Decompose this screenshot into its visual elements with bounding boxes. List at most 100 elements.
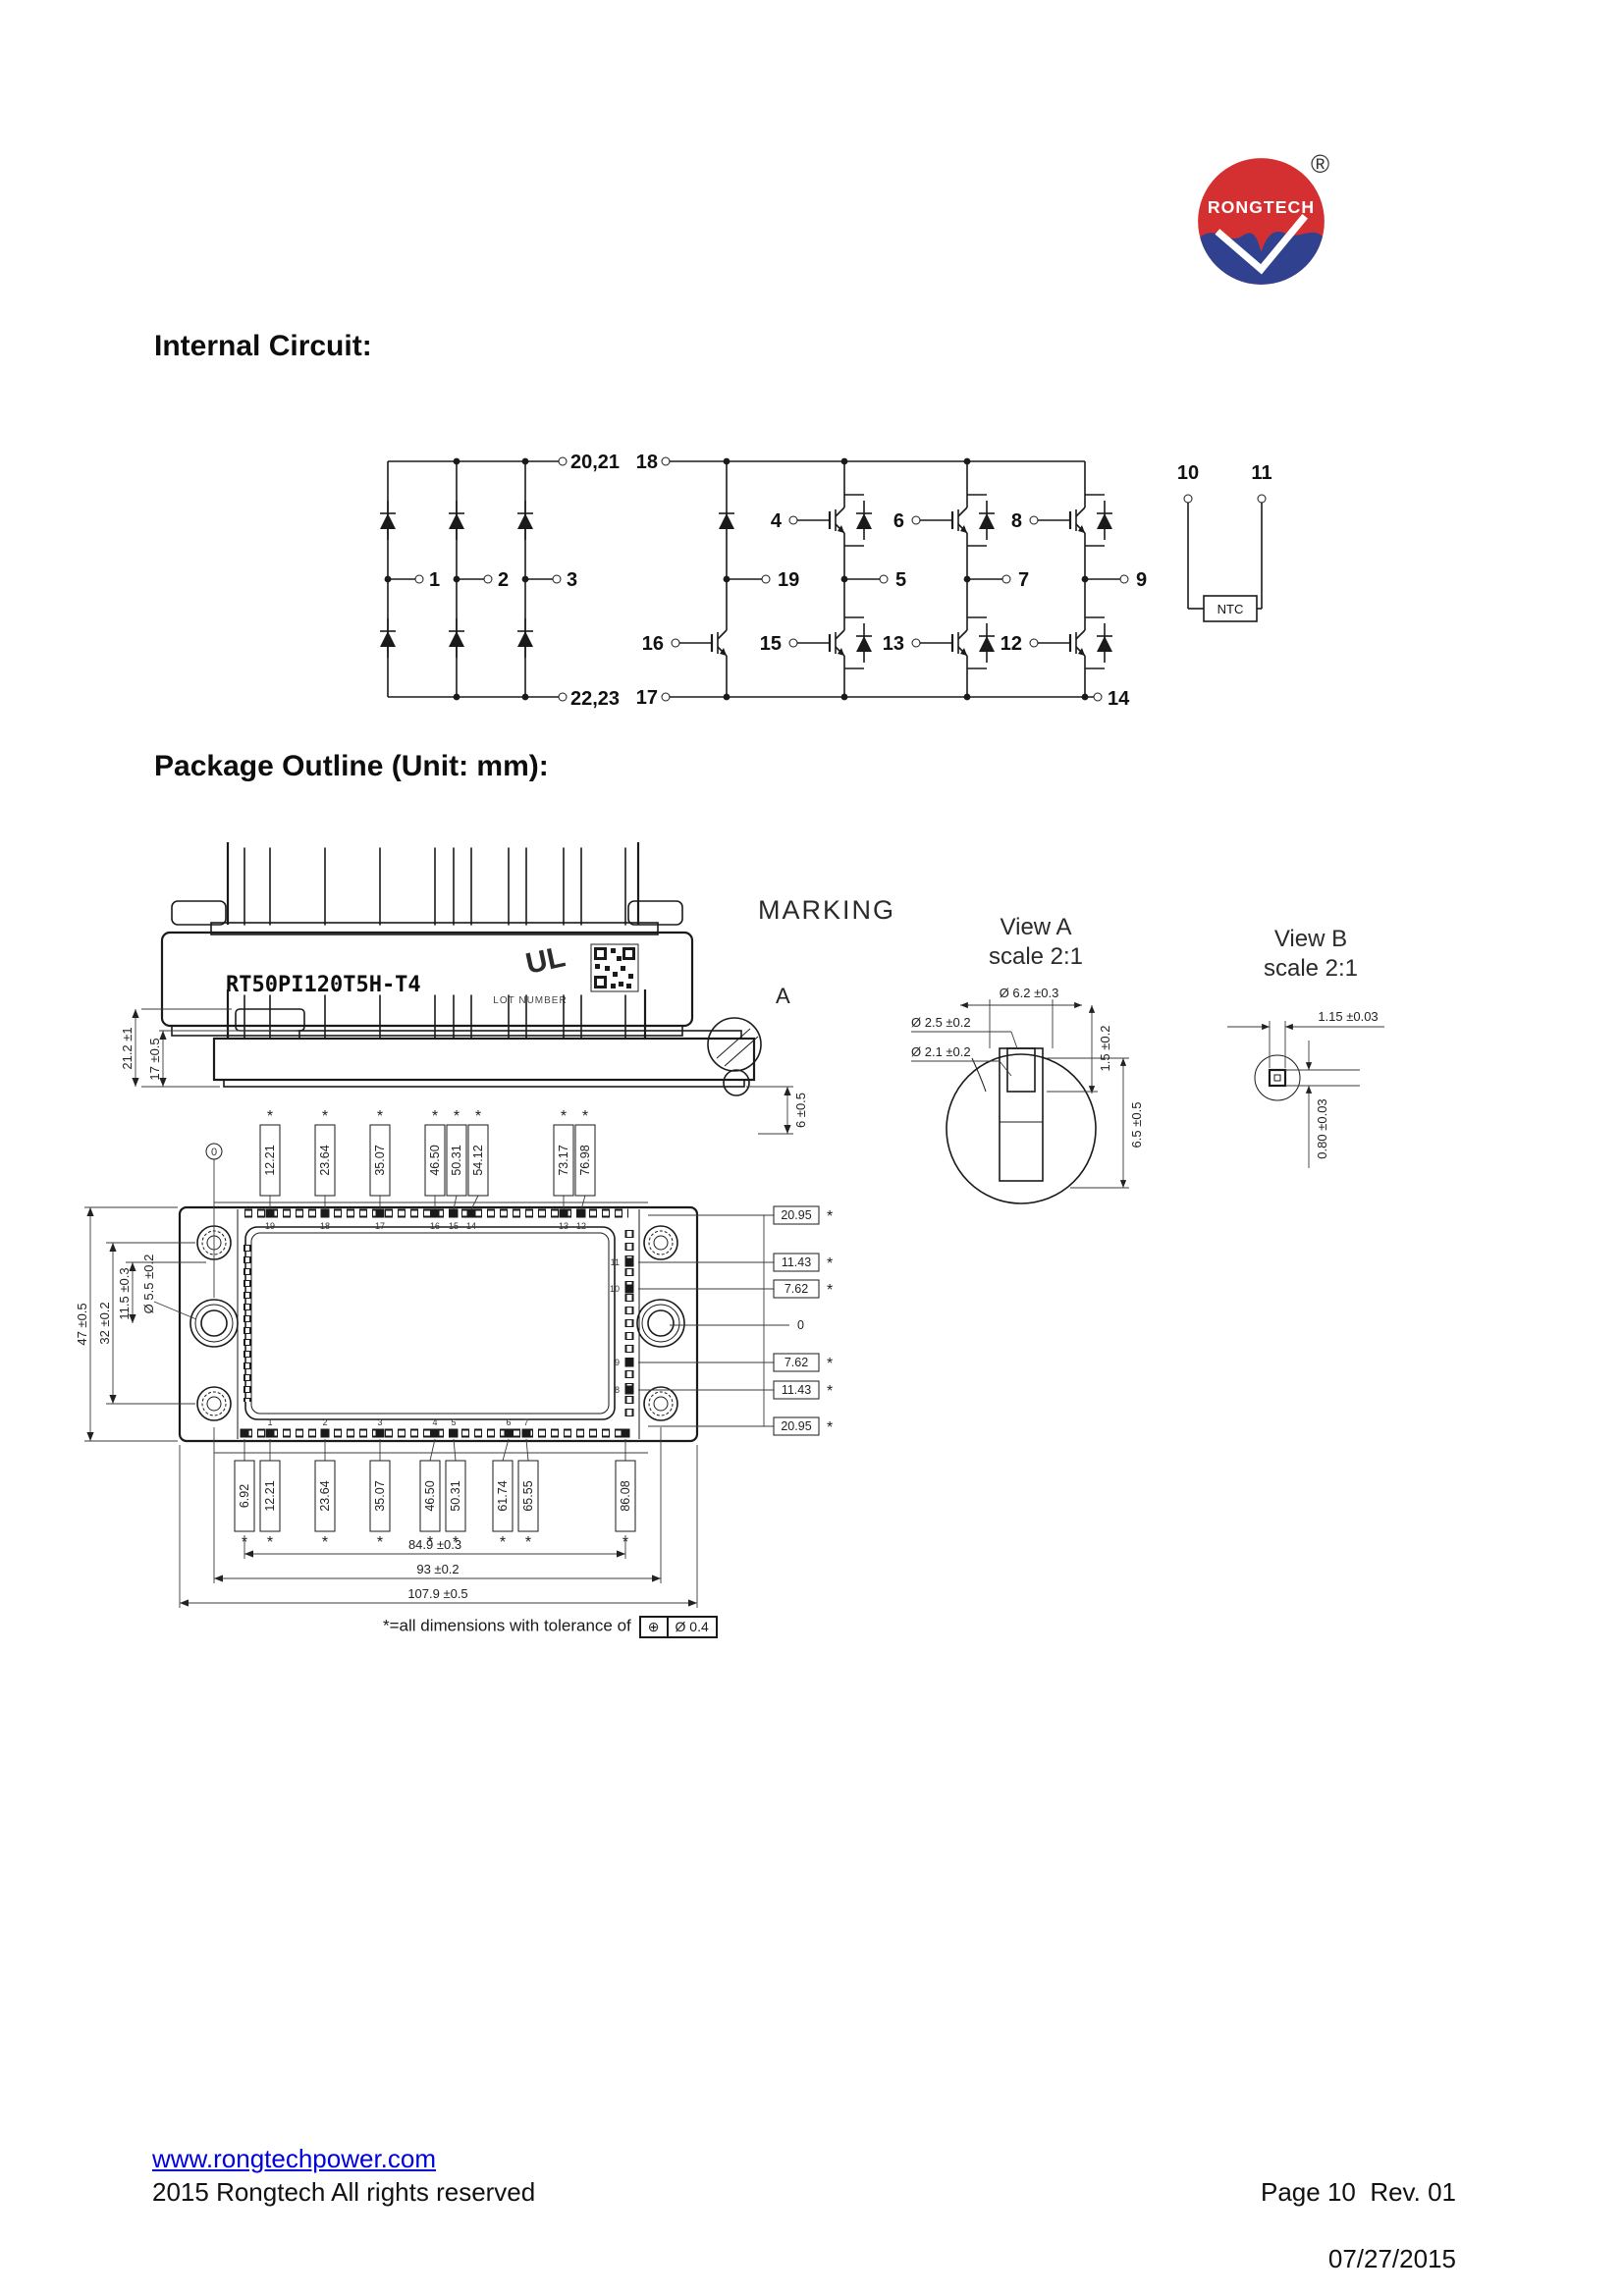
module-side-outline <box>212 989 762 1096</box>
terminal-label-11: 11 <box>1251 462 1271 484</box>
svg-text:15: 15 <box>449 1221 459 1231</box>
inverter-bridge <box>661 456 1129 702</box>
svg-text:*: * <box>525 1534 531 1551</box>
feature-control-frame: ⊕Ø 0.4 <box>638 1616 718 1638</box>
svg-text:35.07: 35.07 <box>373 1145 387 1175</box>
numbered-pins <box>240 1208 634 1438</box>
svg-text:23.64: 23.64 <box>318 1145 332 1175</box>
terminal-label-2: 2 <box>498 569 509 591</box>
svg-text:12.21: 12.21 <box>263 1145 277 1175</box>
view-b-scale: scale 2:1 <box>1264 955 1358 982</box>
svg-text:*: * <box>453 1534 459 1551</box>
svg-text:20.95: 20.95 <box>781 1208 811 1222</box>
footer-right: Page 10 Rev. 01 07/27/2015 <box>1232 2142 1456 2296</box>
svg-text:*: * <box>561 1108 567 1125</box>
svg-text:9: 9 <box>615 1358 620 1367</box>
svg-text:*: * <box>322 1108 328 1125</box>
svg-text:*: * <box>827 1208 833 1225</box>
svg-text:11.43: 11.43 <box>782 1383 811 1397</box>
svg-text:19: 19 <box>265 1221 275 1231</box>
svg-text:*: * <box>827 1356 833 1372</box>
section-heading-package-outline: Package Outline (Unit: mm): <box>154 750 549 782</box>
svg-text:3: 3 <box>377 1417 382 1427</box>
view-a-dim-step: 1.5 ±0.2 <box>1098 1026 1112 1072</box>
svg-text:11.5 ±0.3: 11.5 ±0.3 <box>117 1267 132 1319</box>
svg-text:23.64: 23.64 <box>318 1480 332 1511</box>
view-b-dim-height: 0.80 ±0.03 <box>1315 1098 1329 1158</box>
svg-text:*: * <box>377 1534 383 1551</box>
svg-text:35.07: 35.07 <box>373 1480 387 1511</box>
svg-text:50.31: 50.31 <box>450 1145 463 1175</box>
ntc-circuit <box>1183 494 1267 622</box>
marking-label: MARKING <box>758 895 896 925</box>
svg-text:12: 12 <box>576 1221 586 1231</box>
terminal-label-18: 18 <box>636 452 658 473</box>
svg-text:0: 0 <box>797 1318 804 1332</box>
svg-text:46.50: 46.50 <box>428 1145 442 1175</box>
terminal-label-2223: 22,23 <box>570 688 620 710</box>
gate-label-16: 16 <box>642 633 664 655</box>
logo-brand-text: RONGTECH <box>1208 197 1315 217</box>
terminal-label-14: 14 <box>1108 688 1130 710</box>
view-b-dimlines <box>1227 1021 1384 1168</box>
svg-text:54.12: 54.12 <box>471 1145 485 1175</box>
svg-text:*: * <box>475 1108 481 1125</box>
svg-text:84.9 ±0.3: 84.9 ±0.3 <box>408 1537 461 1552</box>
qr-code <box>590 943 639 992</box>
svg-text:86.08: 86.08 <box>619 1480 632 1511</box>
svg-text:*: * <box>827 1419 833 1436</box>
terminal-label-7: 7 <box>1018 569 1029 591</box>
footer-url-link[interactable]: www.rongtechpower.com <box>152 2144 437 2173</box>
svg-text:61.74: 61.74 <box>496 1480 510 1511</box>
svg-text:7.62: 7.62 <box>784 1356 808 1369</box>
svg-text:*: * <box>427 1534 433 1551</box>
svg-text:65.55: 65.55 <box>521 1480 535 1511</box>
svg-text:46.50: 46.50 <box>423 1480 437 1511</box>
gate-label-15: 15 <box>760 633 782 655</box>
gate-label-13: 13 <box>883 633 904 655</box>
rectifier-bridge <box>379 456 568 702</box>
view-a-drawing <box>946 1047 1097 1204</box>
terminal-label-5: 5 <box>895 569 906 591</box>
gate-label-12: 12 <box>1001 633 1022 655</box>
view-a-scale: scale 2:1 <box>989 943 1083 970</box>
svg-text:76.98: 76.98 <box>578 1145 592 1175</box>
svg-text:17: 17 <box>375 1221 385 1231</box>
svg-text:47 ±0.5: 47 ±0.5 <box>75 1303 89 1345</box>
dim-height-body: 17 ±0.5 <box>147 1038 162 1080</box>
svg-text:*: * <box>454 1108 460 1125</box>
pin-rows <box>240 1208 634 1438</box>
view-a-dim-inner: Ø 2.1 ±0.2 <box>911 1044 971 1059</box>
datum-marker: 0 <box>205 1143 223 1298</box>
svg-text:32 ±0.2: 32 ±0.2 <box>97 1302 112 1344</box>
view-a-title: View A <box>1001 914 1072 940</box>
ntc-label: NTC <box>1217 602 1244 616</box>
svg-text:20.95: 20.95 <box>781 1419 811 1433</box>
right-dimension-chain: 20.95 11.43 7.62 0 7.62 11.43 20.95 * * … <box>638 1205 833 1436</box>
svg-text:6.92: 6.92 <box>238 1484 251 1508</box>
svg-text:*: * <box>827 1282 833 1299</box>
svg-text:12.21: 12.21 <box>263 1480 277 1511</box>
svg-text:*: * <box>432 1108 438 1125</box>
svg-text:7: 7 <box>523 1417 528 1427</box>
svg-text:UL: UL <box>523 940 568 981</box>
section-heading-internal-circuit: Internal Circuit: <box>154 330 372 362</box>
svg-text:2: 2 <box>322 1417 327 1427</box>
terminal-label-2021: 20,21 <box>570 452 620 473</box>
footer-date: 07/27/2015 <box>1327 2244 1456 2273</box>
svg-text:107.9 ±0.5: 107.9 ±0.5 <box>407 1586 467 1601</box>
svg-text:1: 1 <box>267 1417 272 1427</box>
view-b-drawing <box>1254 1054 1301 1101</box>
terminal-label-10: 10 <box>1177 462 1199 484</box>
ul-logo-icon: UL <box>523 940 568 981</box>
terminal-label-19: 19 <box>778 569 799 591</box>
svg-text:*: * <box>827 1383 833 1400</box>
view-b-title: View B <box>1274 926 1347 952</box>
tolerance-footnote: *=all dimensions with tolerance of⊕Ø 0.4 <box>383 1616 718 1638</box>
lot-number-label: LOT NUMBER <box>493 995 567 1006</box>
rongtech-logo: RONGTECH ® <box>1195 149 1362 293</box>
view-a-dim-outer: Ø 6.2 ±0.3 <box>1000 986 1059 1000</box>
terminal-label-3: 3 <box>567 569 577 591</box>
top-dimension-chain: 12.21 23.64 35.07 46.50 50.31 54.12 73.1… <box>214 1108 648 1210</box>
